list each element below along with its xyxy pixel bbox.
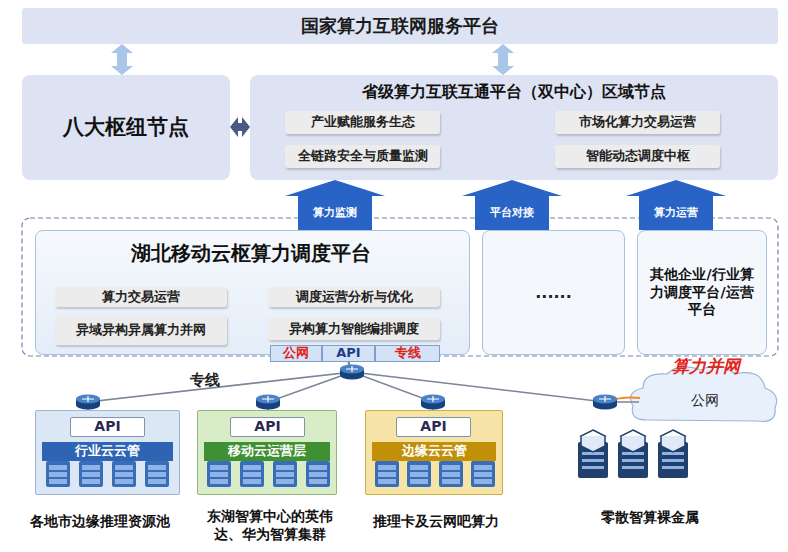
function-box: 市场化算力交易运营 bbox=[555, 111, 720, 134]
node-text: 湖北移动云枢算力调度平台 bbox=[86, 237, 416, 269]
ellipsis-box: ...... bbox=[482, 230, 625, 355]
function-box: 算力交易运营 bbox=[55, 287, 227, 307]
function-box: 全链路安全与质量监测 bbox=[285, 145, 440, 168]
edge-label: 专线 bbox=[190, 371, 220, 391]
block-arrow bbox=[285, 180, 385, 230]
node-text: ...... bbox=[483, 231, 624, 354]
cloud-manager-box: 行业云云管 API bbox=[35, 410, 180, 495]
node-text: 国家算力互联网服务平台 bbox=[22, 8, 778, 44]
other-platform-box: 其他企业/行业算力调度平台/运营平台 bbox=[637, 230, 767, 355]
router-icon bbox=[340, 365, 364, 380]
interface-tab: 专线 bbox=[375, 345, 440, 362]
server-icon bbox=[273, 461, 297, 487]
caption-label: 零散智算裸金属 bbox=[565, 508, 735, 526]
function-box: 调度运营分析与优化 bbox=[268, 287, 440, 307]
edge-label: 算力监测 bbox=[313, 206, 357, 220]
server-icon bbox=[407, 461, 431, 487]
caption-label: 推理卡及云网吧算力 bbox=[358, 512, 513, 530]
node-text: 行业云云管 bbox=[42, 442, 173, 461]
orange-link bbox=[605, 398, 640, 403]
edge-label: 算力运营 bbox=[654, 206, 698, 220]
api-box: API bbox=[396, 417, 471, 437]
node-text: 专线 bbox=[376, 346, 439, 361]
edge-cloud-box: 边缘云云管 API bbox=[365, 410, 503, 495]
node-text: 移动云运营层 bbox=[204, 442, 330, 461]
node-text: 边缘云云管 bbox=[372, 442, 496, 461]
node-text: 其他企业/行业算力调度平台/运营平台 bbox=[638, 231, 766, 354]
network-link bbox=[349, 362, 640, 402]
server-icon bbox=[46, 461, 70, 487]
node-text: 异域异构异属算力并网 bbox=[55, 315, 227, 345]
server-tower bbox=[618, 430, 648, 478]
interface-tab: API bbox=[322, 345, 375, 362]
server-tower bbox=[578, 430, 608, 478]
node-subtext: 公网 bbox=[670, 390, 740, 412]
node-text: 产业赋能服务生态 bbox=[285, 111, 440, 134]
interface-tab: 公网 bbox=[270, 345, 322, 362]
network-link bbox=[268, 362, 352, 410]
block-arrow bbox=[111, 44, 133, 75]
node-text: 市场化算力交易运营 bbox=[555, 111, 720, 134]
node-text: 省级算力互联互通平台（双中心）区域节点 bbox=[250, 78, 778, 106]
block-arrow bbox=[230, 117, 250, 137]
node-text: API bbox=[397, 418, 470, 436]
api-box: API bbox=[230, 417, 305, 437]
function-box: 产业赋能服务生态 bbox=[285, 111, 440, 134]
node-text: 全链路安全与质量监测 bbox=[285, 145, 440, 168]
network-link bbox=[349, 362, 434, 410]
server-icon bbox=[145, 461, 169, 487]
block-arrow bbox=[626, 180, 726, 230]
dashed-region bbox=[22, 218, 778, 356]
node-text: API bbox=[231, 418, 304, 436]
router-icon bbox=[593, 395, 617, 410]
router-icon bbox=[421, 395, 445, 410]
node-text: 智能动态调度中枢 bbox=[555, 145, 720, 168]
function-box: 异构算力智能编排调度 bbox=[268, 318, 440, 340]
network-link bbox=[88, 362, 352, 410]
server-icon bbox=[79, 461, 103, 487]
node-text: API bbox=[323, 346, 374, 361]
node-text: 公网 bbox=[271, 346, 321, 361]
function-box: 异域异构异属算力并网 bbox=[55, 315, 227, 345]
caption-label: 各地市边缘推理资源池 bbox=[10, 512, 190, 530]
edge-label: 平台对接 bbox=[490, 206, 534, 220]
server-icon bbox=[306, 461, 330, 487]
node-text: 算力交易运营 bbox=[55, 287, 227, 307]
router-icon bbox=[256, 395, 280, 410]
block-arrow bbox=[462, 180, 562, 230]
node-text: 调度运营分析与优化 bbox=[268, 287, 440, 307]
province-node-box: 省级算力互联互通平台（双中心）区域节点产业赋能服务生态 市场化算力交易运营全链路安… bbox=[250, 75, 778, 180]
server-tower bbox=[658, 430, 688, 478]
router-icon bbox=[76, 395, 100, 410]
server-icon bbox=[375, 461, 399, 487]
function-box: 智能动态调度中枢 bbox=[555, 145, 720, 168]
public-cloud: 算力并网公网 bbox=[625, 358, 783, 426]
block-arrow bbox=[492, 44, 514, 75]
server-icon bbox=[471, 461, 495, 487]
api-box: API bbox=[70, 417, 145, 437]
dispatch-platform-box: 湖北移动云枢算力调度平台算力交易运营 调度运营分析与优化异域异构异属算力并网 异构算… bbox=[35, 230, 470, 355]
node-text: 算力并网 bbox=[651, 356, 761, 378]
hub-node-box: 八大枢纽节点 bbox=[22, 75, 230, 180]
operation-layer-box: 移动云运营层 API bbox=[197, 410, 337, 495]
server-icon bbox=[112, 461, 136, 487]
server-icon bbox=[240, 461, 264, 487]
server-icon bbox=[207, 461, 231, 487]
node-text: API bbox=[71, 418, 144, 436]
node-text: 异构算力智能编排调度 bbox=[268, 318, 440, 340]
server-icon bbox=[439, 461, 463, 487]
node-text: 八大枢纽节点 bbox=[22, 75, 230, 180]
platform-band: 国家算力互联网服务平台 bbox=[22, 8, 778, 44]
caption-label: 东湖智算中心的英伟达、华为智算集群 bbox=[195, 507, 345, 543]
